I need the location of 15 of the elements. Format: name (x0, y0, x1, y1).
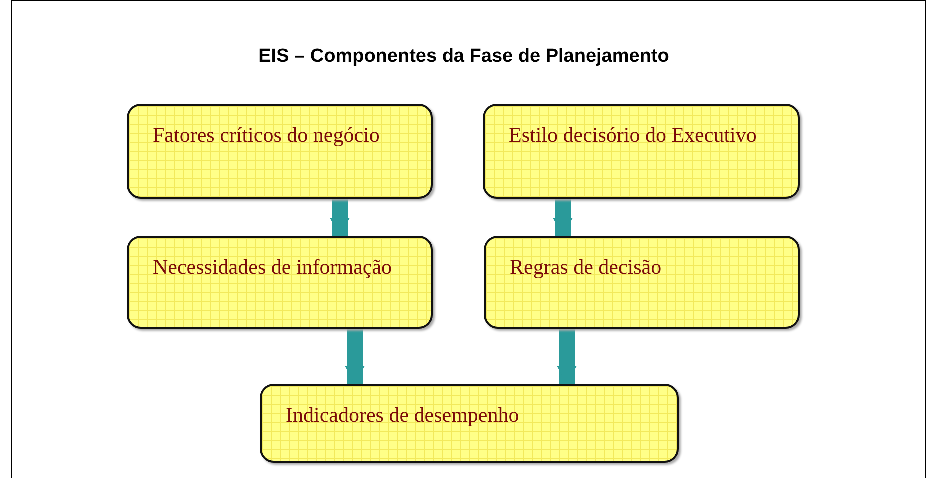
box-text: Regras de decisão (510, 254, 663, 281)
title: EIS – Componentes da Fase de Planejamento (258, 46, 670, 68)
box-text: Estilo decisório do Executivo (509, 122, 758, 149)
box-text: Indicadores de desempenho (286, 402, 520, 429)
box-text: Necessidades de informação (153, 254, 394, 281)
process-box (127, 236, 433, 329)
process-box (260, 384, 679, 463)
block-arrow (345, 329, 365, 384)
block-arrow (553, 199, 573, 236)
process-box (127, 104, 433, 199)
box-text: Fatores críticos do negócio (153, 122, 381, 149)
process-box (484, 236, 800, 329)
block-arrow (330, 199, 350, 236)
process-box (483, 104, 800, 199)
block-arrow (557, 329, 577, 384)
